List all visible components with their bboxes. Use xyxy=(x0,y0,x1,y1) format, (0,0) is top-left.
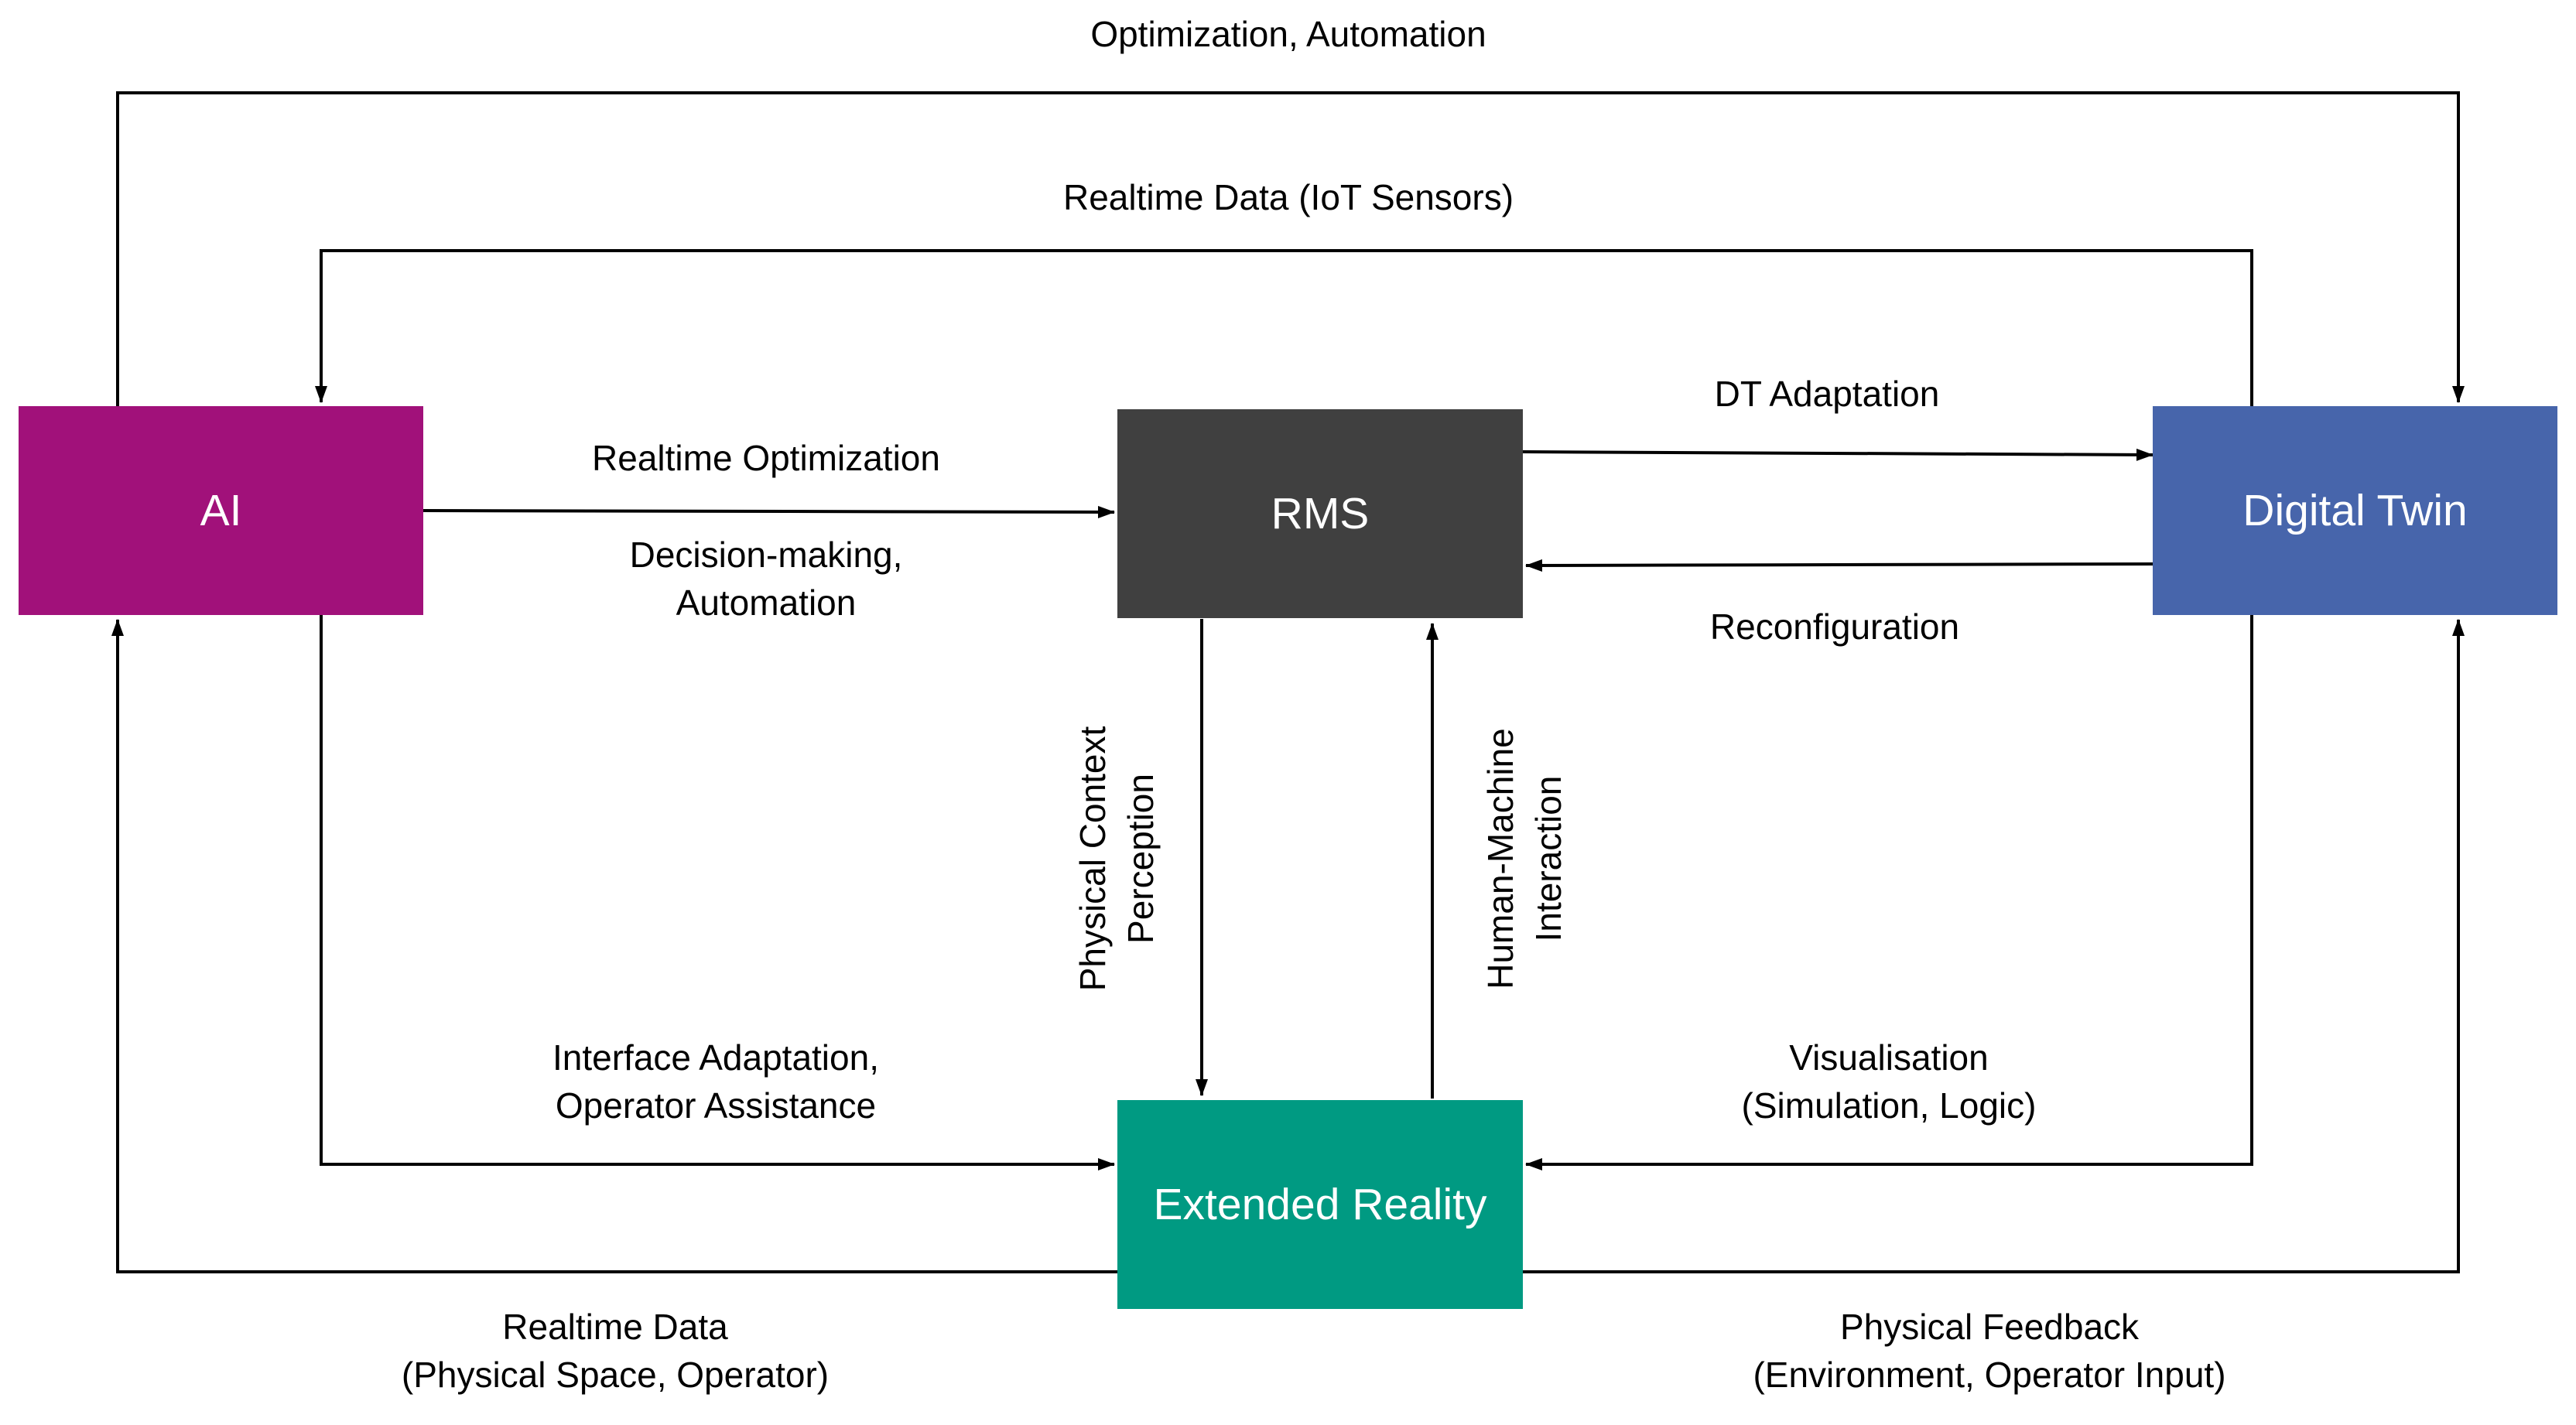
edge-realtime-data-physical xyxy=(111,619,1117,1273)
node-ai-label: AI xyxy=(200,486,242,535)
edge-reconfiguration xyxy=(1525,559,2154,572)
label-realtime-optimization: Realtime Optimization xyxy=(592,438,940,478)
node-extended-reality-label: Extended Reality xyxy=(1153,1180,1487,1229)
edge-optimization-automation xyxy=(116,91,2465,407)
label-realtime-data-physical: Realtime Data (Physical Space, Operator) xyxy=(401,1307,830,1395)
edge-dt-adaptation xyxy=(1522,448,2154,461)
node-rms: RMS xyxy=(1117,409,1523,618)
label-human-machine: Human-Machine Interaction xyxy=(1480,728,1569,989)
node-digital-twin: Digital Twin xyxy=(2153,406,2557,615)
label-visualisation: Visualisation (Simulation, Logic) xyxy=(1741,1037,2037,1126)
edge-realtime-data-iot xyxy=(315,249,2253,407)
edge-interface-adaptation xyxy=(320,615,1115,1170)
label-physical-context: Physical Context Perception xyxy=(1072,726,1161,992)
label-dt-adaptation: DT Adaptation xyxy=(1714,374,1940,414)
edge-visualisation xyxy=(1525,615,2253,1170)
label-optimization-automation: Optimization, Automation xyxy=(1090,14,1486,54)
edge-physical-feedback xyxy=(1523,619,2465,1273)
node-extended-reality: Extended Reality xyxy=(1117,1100,1523,1309)
node-rms-label: RMS xyxy=(1271,489,1370,538)
label-physical-feedback: Physical Feedback (Environment, Operator… xyxy=(1753,1307,2226,1395)
node-ai: AI xyxy=(19,406,423,615)
label-reconfiguration: Reconfiguration xyxy=(1709,607,1960,647)
label-realtime-data-iot: Realtime Data (IoT Sensors) xyxy=(1062,177,1514,217)
label-interface-adaptation: Interface Adaptation, Operator Assistanc… xyxy=(552,1037,879,1126)
label-decision-making: Decision-making, Automation xyxy=(629,535,903,623)
node-digital-twin-label: Digital Twin xyxy=(2242,486,2468,535)
edge-realtime-optimization xyxy=(422,505,1115,518)
